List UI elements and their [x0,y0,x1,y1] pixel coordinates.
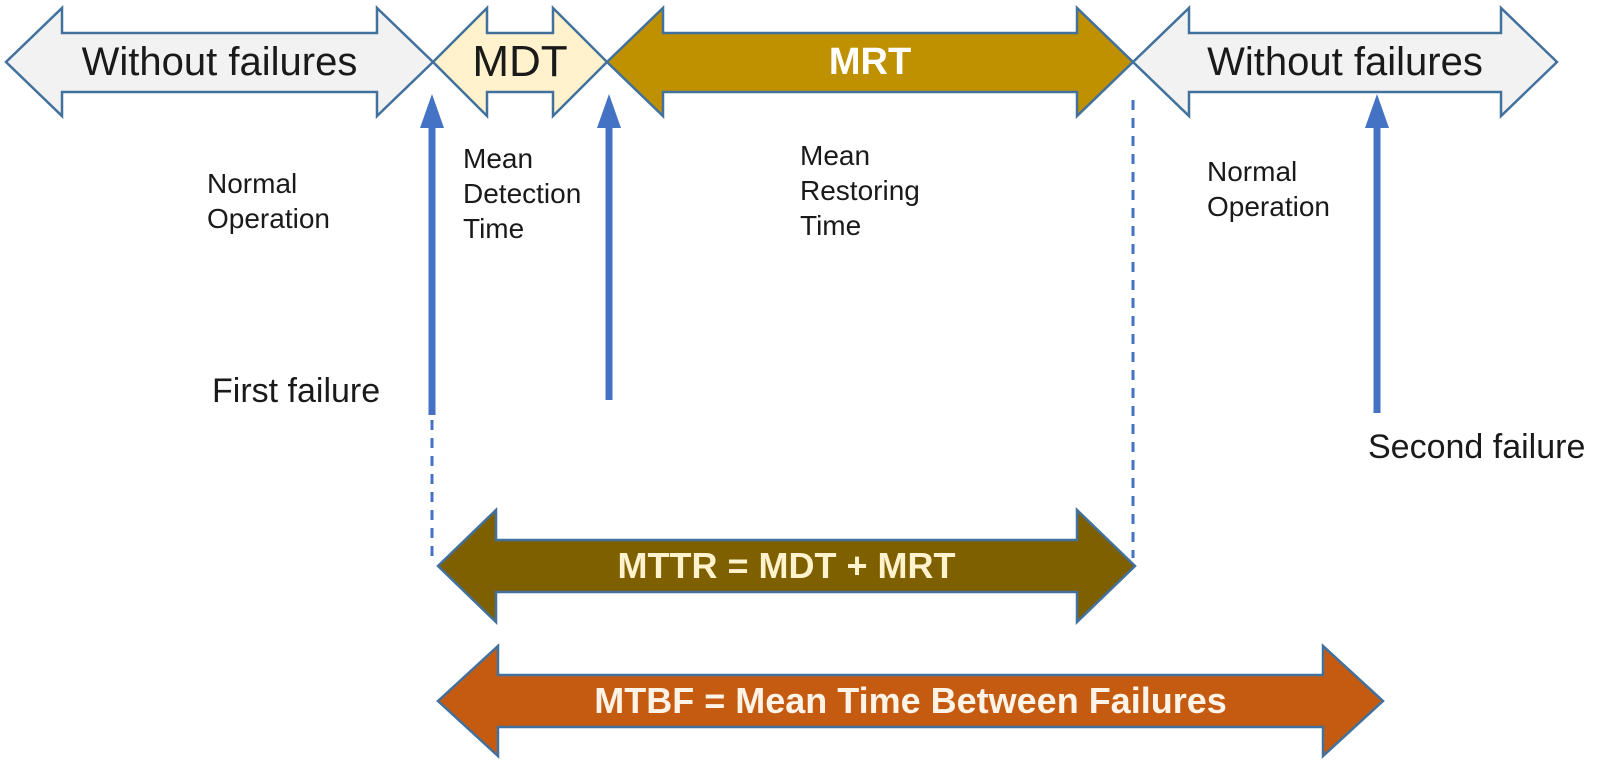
second-failure-label: Second failure [1368,428,1586,466]
first-failure-label: First failure [212,372,381,410]
without-failures-arrow-right [1131,5,1559,119]
mrt-label: MRT [828,41,912,83]
mttr-arrow [436,507,1137,625]
second-failure-marker-arrowhead-icon [1365,94,1389,128]
without-failures-label-right: Without failures [1207,40,1483,84]
mtbf-equation-label: MTBF = Mean Time Between Failures [594,680,1227,721]
first-failure-marker-arrowhead-icon [420,94,444,128]
mean-restoring-time-description: Mean Restoring Time [800,140,920,241]
mdt-label: MDT [472,37,568,86]
mttr-equation-label: MTTR = MDT + MRT [617,545,956,586]
mean-detection-time-description: Mean Detection Time [463,143,582,244]
mdt-end-marker-arrowhead-icon [597,94,621,128]
normal-operation-description-right: Normal Operation [1207,156,1330,222]
without-failures-label-left: Without failures [81,40,358,84]
mtbf-arrow [436,643,1385,759]
normal-operation-description-left: Normal Operation [207,168,330,234]
